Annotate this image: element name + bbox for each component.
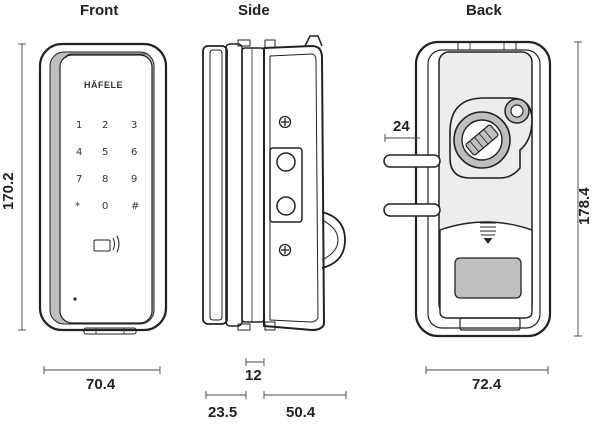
keypad-key: 6 xyxy=(131,147,138,158)
front-height-label: 170.2 xyxy=(0,172,17,210)
side-view-title: Side xyxy=(238,2,270,19)
keypad-key: 8 xyxy=(102,174,109,185)
keypad-key: 5 xyxy=(102,147,109,158)
front-view-title: Front xyxy=(80,2,119,19)
keypad-key: 0 xyxy=(102,201,109,212)
keypad-key: 1 xyxy=(76,120,83,131)
keypad-key: 4 xyxy=(76,147,83,158)
front-lock-body xyxy=(38,42,168,335)
keypad-key: 7 xyxy=(76,174,83,185)
dimension-lines xyxy=(18,41,582,399)
back-lock-body xyxy=(383,40,552,338)
back-view-title: Back xyxy=(466,2,502,19)
side-back-depth-label: 50.4 xyxy=(286,404,316,421)
keypad-key: * xyxy=(75,201,80,212)
keypad-key: 3 xyxy=(131,120,138,131)
keypad-key: 2 xyxy=(102,120,109,131)
keypad-key: 9 xyxy=(131,174,138,185)
side-depth-label: 12 xyxy=(245,367,262,384)
card-reader-icon xyxy=(93,235,120,253)
side-front-depth-label: 23.5 xyxy=(208,404,238,421)
bolt-spacing-label: 24 xyxy=(393,118,410,135)
back-height-label: 178.4 xyxy=(576,187,593,225)
back-width-label: 72.4 xyxy=(472,376,502,393)
front-width-label: 70.4 xyxy=(86,376,116,393)
side-lock-profile xyxy=(202,35,346,331)
brand-logo-text: HÄFELE xyxy=(84,80,123,90)
keypad-key: # xyxy=(131,201,140,212)
